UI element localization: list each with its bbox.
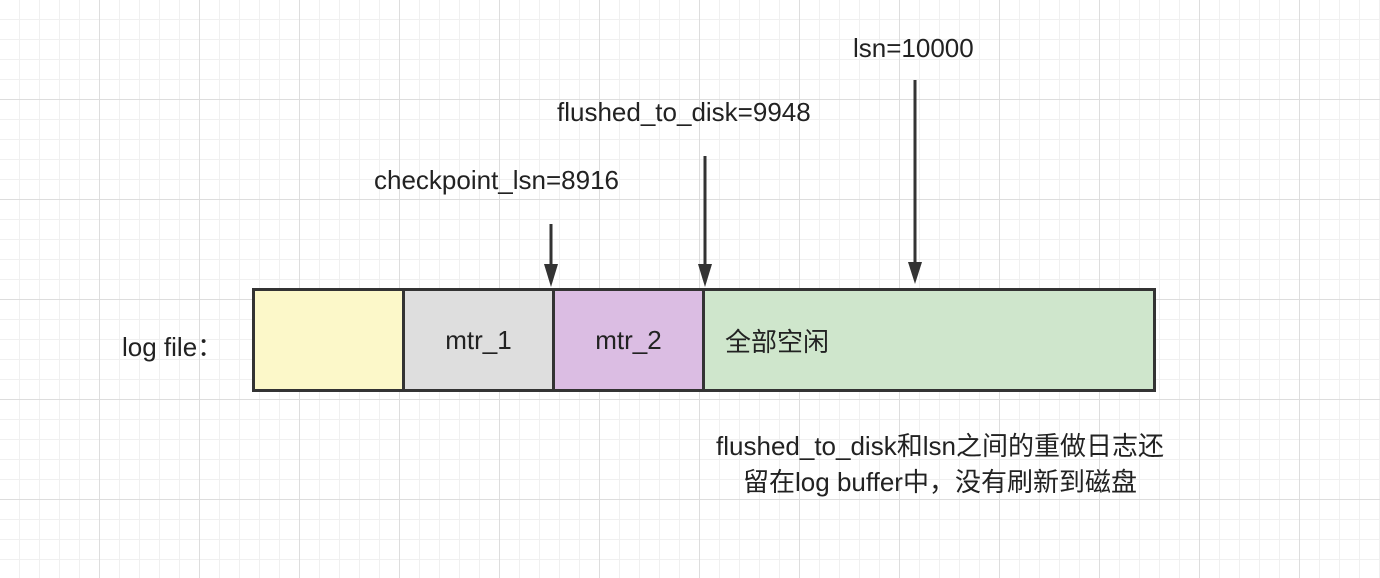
log-segment-mtr-1-label: mtr_1: [445, 324, 512, 355]
explanation-line-1: flushed_to_disk和lsn之间的重做日志还: [716, 431, 1164, 461]
checkpoint-lsn-arrow: [544, 224, 558, 287]
explanation-note: flushed_to_disk和lsn之间的重做日志还 留在log buffer…: [700, 428, 1180, 500]
log-segment-used: [252, 288, 405, 392]
flushed-to-disk-label: flushed_to_disk=9948: [557, 97, 811, 127]
log-segment-mtr-2-label: mtr_2: [595, 324, 662, 355]
checkpoint-lsn-label: checkpoint_lsn=8916: [374, 165, 620, 195]
lsn-arrow: [908, 80, 922, 284]
log-segment-free-label: 全部空闲: [725, 326, 830, 357]
explanation-line-2: 留在log buffer中，没有刷新到磁盘: [743, 467, 1137, 497]
lsn-label: lsn=10000: [853, 33, 974, 63]
log-segment-mtr-1: mtr_1: [405, 288, 555, 392]
log-segment-free: 全部空闲: [705, 288, 1156, 392]
flushed-to-disk-arrow: [698, 156, 712, 287]
log-file-label: log file：: [122, 332, 224, 362]
log-segment-mtr-2: mtr_2: [555, 288, 705, 392]
